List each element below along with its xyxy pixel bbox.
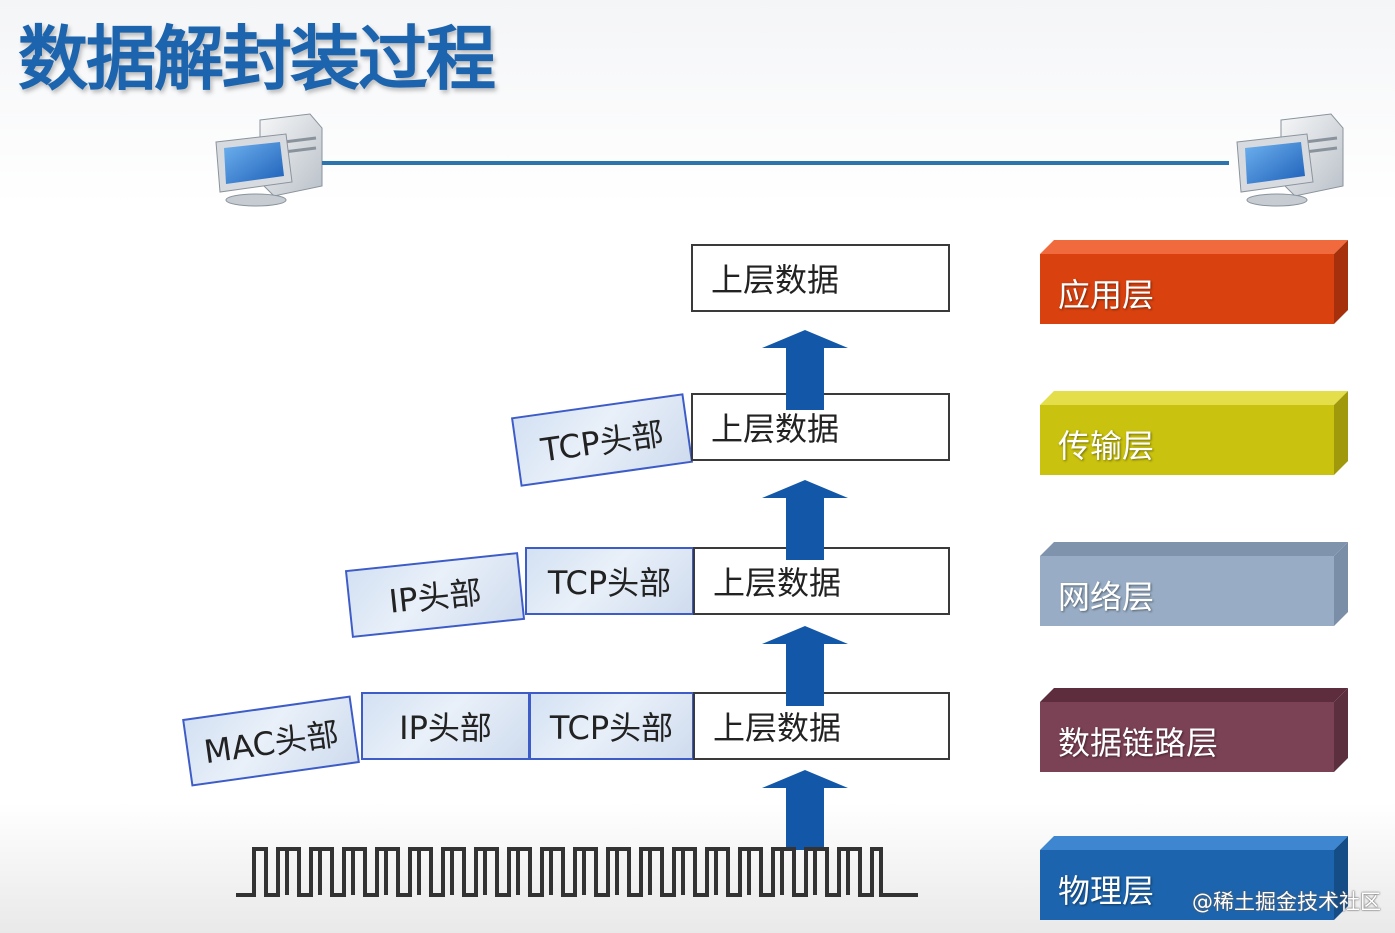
arrow-up-icon bbox=[762, 480, 848, 560]
arrow-up-icon bbox=[762, 330, 848, 410]
ip-header-box: IP头部 bbox=[361, 692, 530, 760]
mac-header-box: MAC头部 bbox=[182, 695, 360, 787]
watermark: @稀土掘金技术社区 bbox=[1192, 890, 1381, 914]
layer-network: 网络层 bbox=[1040, 542, 1348, 626]
layer-label: 应用层 bbox=[1058, 276, 1155, 314]
tcp-header-box: TCP头部 bbox=[529, 692, 694, 760]
arrow-up-icon bbox=[762, 770, 848, 850]
arrow-up-icon bbox=[762, 626, 848, 706]
layer-label: 数据链路层 bbox=[1058, 724, 1219, 762]
upper-data-box: 上层数据 bbox=[691, 393, 950, 461]
ip-header-box: IP头部 bbox=[344, 552, 526, 638]
layer-label: 网络层 bbox=[1058, 578, 1155, 616]
tcp-header-box: TCP头部 bbox=[525, 547, 694, 615]
square-wave-signal bbox=[236, 847, 918, 897]
page-title: 数据解封装过程 bbox=[18, 18, 496, 100]
layer-physical: 物理层 bbox=[1040, 836, 1348, 920]
network-link bbox=[322, 161, 1229, 165]
upper-data-box: 上层数据 bbox=[691, 244, 950, 312]
computer-icon bbox=[1236, 113, 1344, 207]
layer-label: 物理层 bbox=[1058, 872, 1155, 910]
computer-icon bbox=[215, 113, 323, 207]
layer-data-link: 数据链路层 bbox=[1040, 688, 1348, 772]
upper-data-box: 上层数据 bbox=[693, 692, 950, 760]
layer-transport: 传输层 bbox=[1040, 391, 1348, 475]
tcp-header-box: TCP头部 bbox=[510, 393, 694, 487]
layer-label: 传输层 bbox=[1058, 427, 1155, 465]
layer-application: 应用层 bbox=[1040, 240, 1348, 324]
